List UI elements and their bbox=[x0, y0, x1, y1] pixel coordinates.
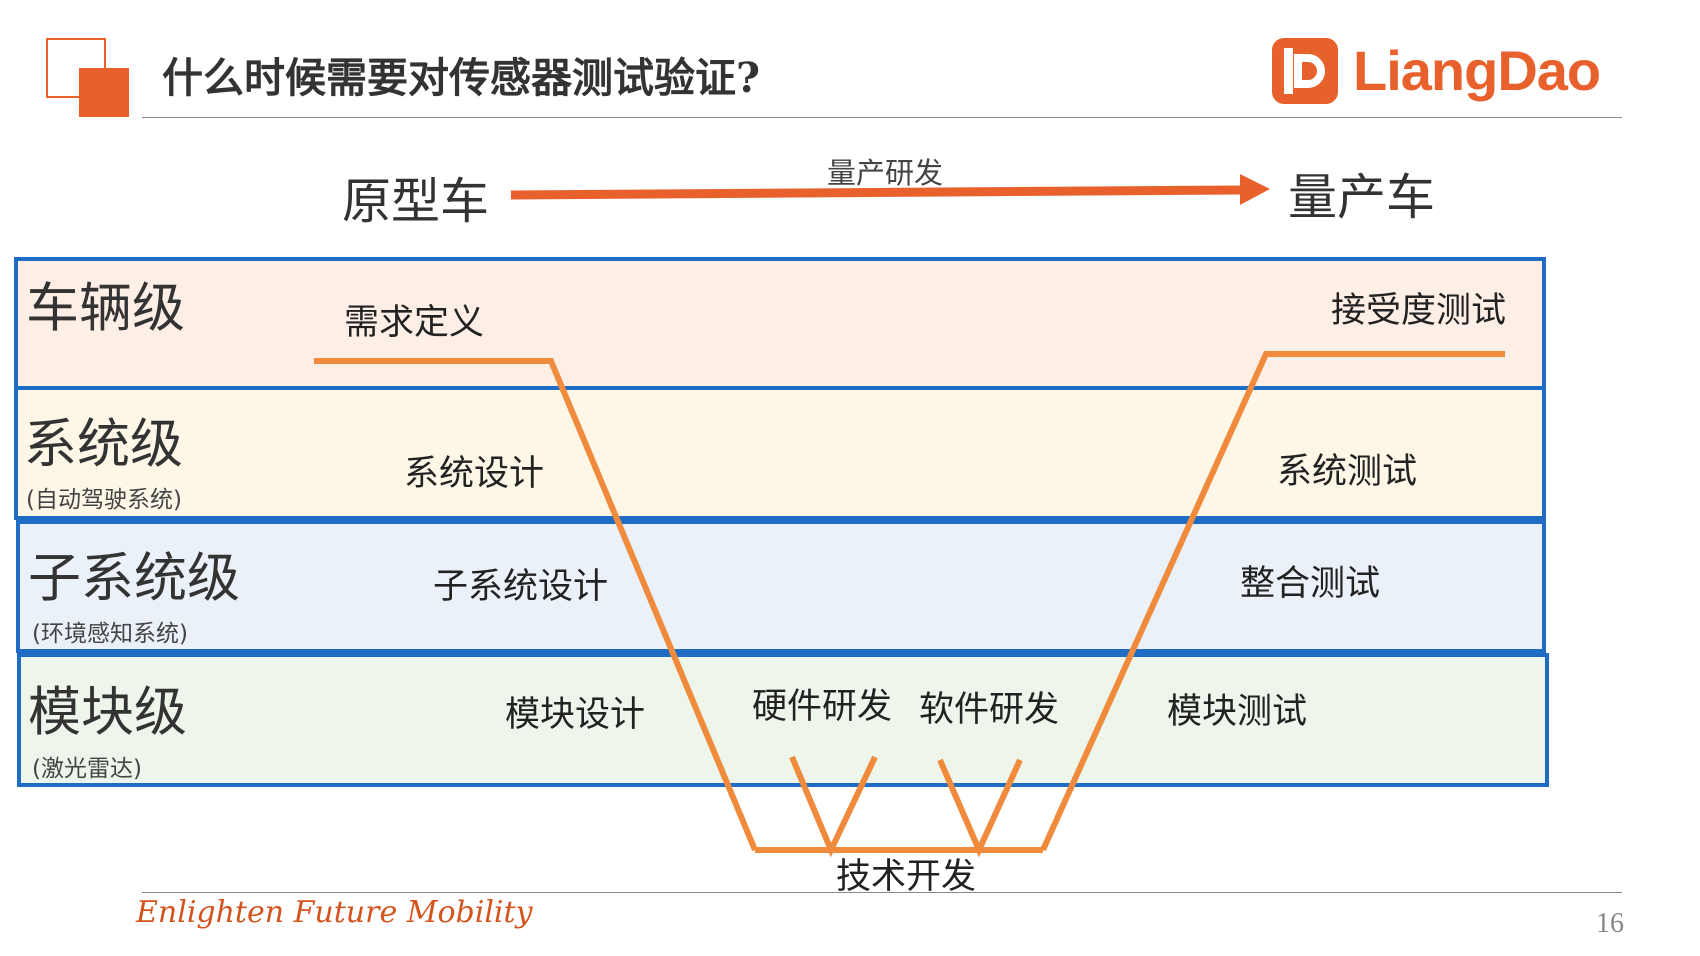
level-name-system: 系统级 bbox=[24, 414, 183, 475]
page-title: 什么时候需要对传感器测试验证? bbox=[162, 54, 761, 102]
step-hardware-development: 硬件研发 bbox=[752, 687, 893, 727]
step-integration-test: 整合测试 bbox=[1240, 564, 1381, 604]
step-software-development: 软件研发 bbox=[919, 690, 1060, 730]
step-subsystem-design: 子系统设计 bbox=[433, 567, 609, 607]
level-sub-subsystem: (环境感知系统) bbox=[32, 621, 188, 647]
brand-name: LiangDao bbox=[1353, 39, 1601, 102]
level-sub-module: (激光雷达) bbox=[32, 756, 142, 782]
level-sub-system: (自动驾驶系统) bbox=[26, 487, 182, 513]
header-divider bbox=[142, 117, 1622, 118]
step-module-design: 模块设计 bbox=[505, 695, 646, 735]
stage-start: 原型车 bbox=[342, 173, 490, 230]
step-system-test: 系统测试 bbox=[1277, 452, 1418, 492]
arrow-label: 量产研发 bbox=[827, 156, 944, 190]
step-module-test: 模块测试 bbox=[1167, 692, 1308, 732]
step-acceptance-test: 接受度测试 bbox=[1331, 291, 1507, 331]
step-system-design: 系统设计 bbox=[404, 454, 545, 494]
band-vehicle-level bbox=[14, 257, 1546, 390]
brand-logo: LiangDao bbox=[1270, 36, 1601, 106]
development-arrowhead-icon bbox=[1240, 174, 1270, 205]
level-name-subsystem: 子系统级 bbox=[28, 548, 240, 609]
stage-end: 量产车 bbox=[1288, 169, 1436, 226]
logo-square-fill bbox=[79, 68, 129, 117]
step-requirement-definition: 需求定义 bbox=[344, 303, 485, 343]
liangdao-mark-icon bbox=[1272, 38, 1338, 104]
level-name-module: 模块级 bbox=[28, 682, 187, 743]
page-number: 16 bbox=[1596, 908, 1624, 939]
slogan: Enlighten Future Mobility bbox=[136, 895, 533, 930]
footer-divider bbox=[142, 892, 1622, 893]
step-technology-development: 技术开发 bbox=[836, 857, 977, 897]
level-name-vehicle: 车辆级 bbox=[26, 278, 185, 339]
